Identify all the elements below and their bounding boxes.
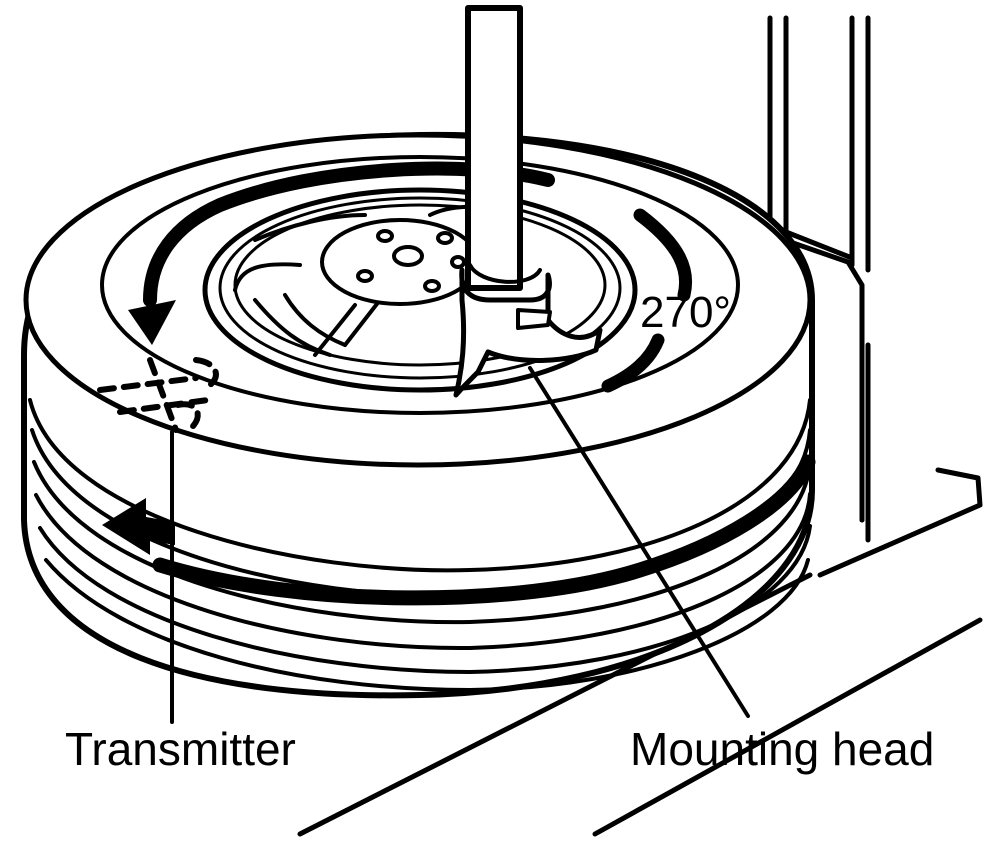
rotation-arrow-head [128,300,176,345]
transmitter-hidden-outline [97,357,219,435]
rotation-arc-right [601,208,693,393]
tread-band [152,454,816,606]
sidewall-inner-ring [100,155,740,415]
rotation-angle-label: 270° [640,288,731,337]
transmitter-label: Transmitter [65,723,296,775]
leader-lines [170,366,750,724]
machine-arm-bracket [767,229,865,523]
mounting-tool [453,5,603,398]
mounting-head-shape [453,267,603,398]
mounting-head-leader [528,366,750,718]
mounting-shaft [465,5,523,291]
mounting-head-label: Mounting head [630,723,934,775]
machine-column [767,15,871,543]
wheel-hub [320,218,480,306]
tread-rotation-arrow [102,498,175,555]
